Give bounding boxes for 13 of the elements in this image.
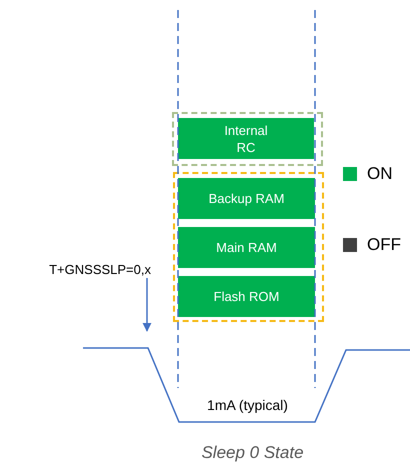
command-text: T+GNSSSLP=0,x xyxy=(49,262,151,278)
current-waveform xyxy=(83,347,410,423)
arrow xyxy=(142,278,152,332)
legend-text: ON xyxy=(367,163,392,185)
block-box: Flash ROM xyxy=(178,276,315,317)
block-box: Internal RC xyxy=(178,118,314,159)
current-label: 1mA (typical) xyxy=(206,396,289,415)
block-box: Backup RAM xyxy=(178,178,315,219)
block-box: Main RAM xyxy=(178,227,315,268)
legend-text: OFF xyxy=(367,234,401,256)
dashed-group-frame xyxy=(173,172,324,322)
caption: Sleep 0 State xyxy=(200,442,305,464)
dashed-group-frame xyxy=(172,112,323,166)
